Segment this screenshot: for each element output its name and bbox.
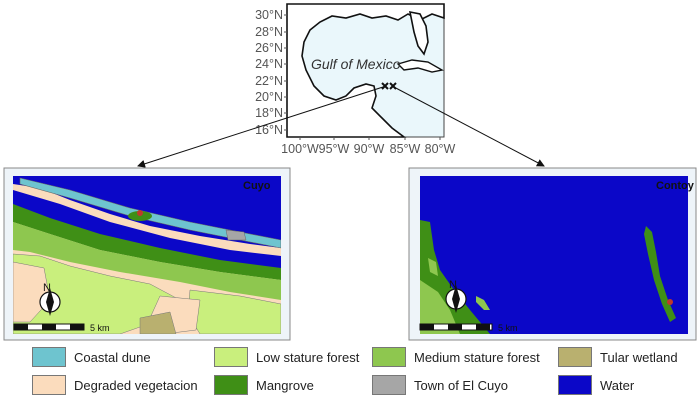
medium-forest-area <box>420 280 460 334</box>
scale-bar: 5 km <box>419 323 518 333</box>
legend-item-coastal-dune: Coastal dune <box>32 347 151 367</box>
legend-label: Coastal dune <box>74 349 151 365</box>
florida-landmass <box>408 10 429 56</box>
legend-label: Mangrove <box>256 377 314 393</box>
arrow-to-cuyo <box>137 85 387 168</box>
lon-label: 90°W <box>354 142 385 156</box>
panel-label-cuyo: Cuyo <box>243 180 271 192</box>
legend-item-degraded: Degraded vegetacion <box>32 375 198 395</box>
legend-swatch <box>558 347 592 367</box>
lat-label: 30°N <box>255 8 283 22</box>
lat-label: 16°N <box>255 123 283 137</box>
legend-item-low-forest: Low stature forest <box>214 347 359 367</box>
medium-forest-area <box>13 222 281 300</box>
legend-label: Low stature forest <box>256 349 360 365</box>
town-area <box>225 229 247 241</box>
low-forest-area <box>13 253 181 334</box>
lat-label: 22°N <box>255 74 283 88</box>
legend-label: Medium stature forest <box>414 349 540 365</box>
legend-swatch <box>558 375 592 395</box>
overview-map: Gulf of Mexico 30°N 28°N 26°N 24°N 22°N … <box>255 3 456 156</box>
scale-label: 5 km <box>498 323 518 333</box>
legend-swatch <box>372 375 406 395</box>
lon-label: 80°W <box>425 142 456 156</box>
scale-bar: 5 km <box>13 323 110 333</box>
legend-swatch <box>214 375 248 395</box>
north-label: N <box>43 282 51 294</box>
medium-forest-area <box>428 258 438 276</box>
lat-label: 18°N <box>255 106 283 120</box>
north-america-landmass <box>286 3 445 138</box>
contoy-panel: Contoy N 5 km <box>408 167 697 341</box>
panel-label-contoy: Contoy <box>656 180 695 192</box>
coastal-dune-area <box>19 177 281 249</box>
lon-label: 85°W <box>390 142 421 156</box>
lagoon-water <box>13 190 281 270</box>
legend-item-medium-forest: Medium stature forest <box>372 347 540 367</box>
legend-swatch <box>32 375 66 395</box>
north-label: N <box>449 279 457 291</box>
legend-item-water: Water <box>558 375 634 395</box>
latitude-labels: 30°N 28°N 26°N 24°N 22°N 20°N 18°N 16°N <box>255 8 283 137</box>
cuyo-panel: Cuyo N 5 km <box>3 167 291 341</box>
legend-item-mangrove: Mangrove <box>214 375 314 395</box>
islet <box>476 296 490 310</box>
legend-label: Water <box>600 377 635 393</box>
legend-label: Tular wetland <box>600 349 678 365</box>
legend-item-tular: Tular wetland <box>558 347 678 367</box>
legend-label: Degraded vegetacion <box>74 377 198 393</box>
mangrove-area <box>13 204 281 280</box>
cuba-landmass <box>396 59 444 73</box>
lat-label: 20°N <box>255 90 283 104</box>
contoy-island <box>644 226 676 322</box>
lat-label: 24°N <box>255 57 283 71</box>
legend: Coastal dune Degraded vegetacion Low sta… <box>32 347 692 399</box>
north-arrow-icon: N <box>39 282 61 316</box>
legend-label: Town of El Cuyo <box>414 377 508 393</box>
scale-label: 5 km <box>90 323 110 333</box>
legend-swatch <box>214 347 248 367</box>
north-arrow-icon: N <box>445 279 467 313</box>
site-marker <box>137 210 143 216</box>
legend-swatch <box>372 347 406 367</box>
legend-swatch <box>32 347 66 367</box>
longitude-labels: 100°W 95°W 90°W 85°W 80°W <box>281 142 455 156</box>
lat-label: 28°N <box>255 25 283 39</box>
lat-label: 26°N <box>255 41 283 55</box>
site-marker <box>667 299 673 305</box>
tular-wetland-area <box>139 311 177 334</box>
lon-label: 95°W <box>319 142 350 156</box>
lon-label: 100°W <box>281 142 319 156</box>
arrow-to-contoy <box>391 85 545 167</box>
legend-item-town: Town of El Cuyo <box>372 375 508 395</box>
gulf-label: Gulf of Mexico <box>311 56 401 72</box>
